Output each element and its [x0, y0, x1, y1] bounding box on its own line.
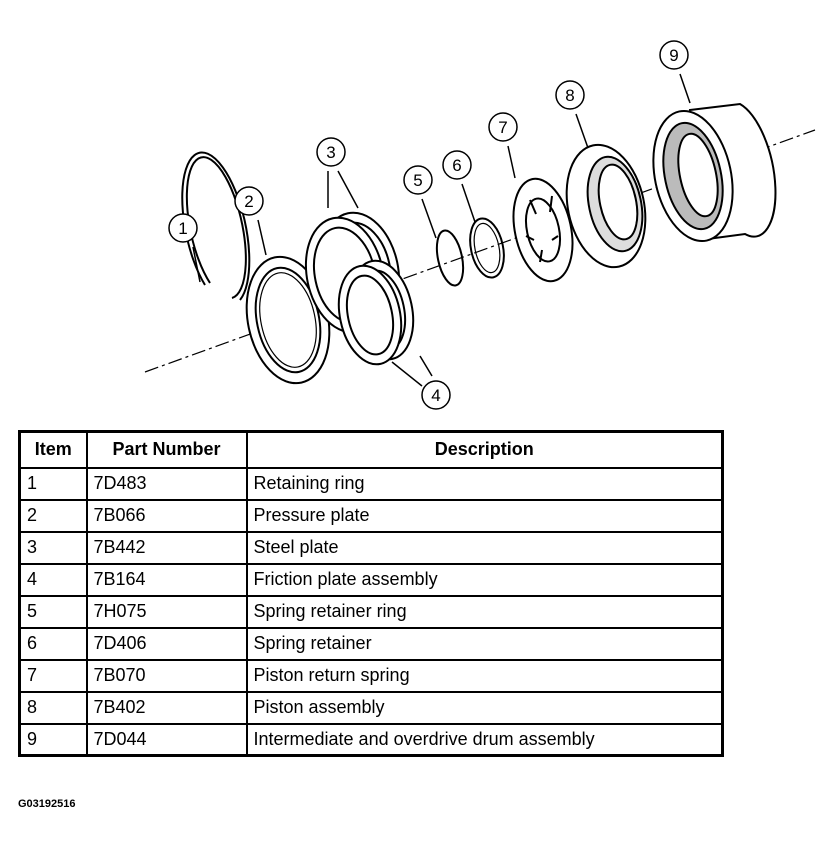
- callout-9: 9: [659, 40, 691, 104]
- cell-part-number: 7B442: [85, 530, 248, 565]
- cell-part-number: 7B066: [85, 498, 248, 533]
- leader-line: [421, 198, 437, 239]
- cell-item: 2: [18, 498, 88, 533]
- callout-circle: [421, 380, 451, 410]
- leader-line: [507, 145, 516, 179]
- friction-plates-part: [337, 259, 415, 366]
- spring-retainer-ring-part: [435, 229, 465, 287]
- cell-item: 9: [18, 722, 88, 757]
- header-part-number: Part Number: [85, 430, 248, 469]
- cell-description: Spring retainer ring: [245, 594, 724, 629]
- callout-number: 9: [669, 46, 678, 65]
- callout-number: 4: [431, 386, 440, 405]
- leader-line: [391, 361, 423, 387]
- callout-4: 4: [391, 355, 451, 410]
- callout-number: 5: [413, 171, 422, 190]
- leader-line: [337, 170, 359, 209]
- header-description: Description: [245, 430, 724, 469]
- cell-part-number: 7B402: [85, 690, 248, 725]
- spring-retainer-part: [469, 217, 505, 279]
- figure-id: G03192516: [18, 798, 76, 810]
- callout-circle: [316, 137, 346, 167]
- piston-return-spring-part: [512, 177, 574, 283]
- cell-description: Friction plate assembly: [245, 562, 724, 597]
- cell-description: Piston assembly: [245, 690, 724, 725]
- cell-description: Retaining ring: [245, 466, 724, 501]
- leader-line: [679, 73, 691, 104]
- cell-part-number: 7B070: [85, 658, 248, 693]
- piston-assembly-part: [565, 143, 647, 269]
- table-header-row: Item Part Number Description: [18, 430, 724, 469]
- cell-item: 6: [18, 626, 88, 661]
- cell-item: 8: [18, 690, 88, 725]
- cell-part-number: 7D044: [85, 722, 248, 757]
- cell-description: Intermediate and overdrive drum assembly: [245, 722, 724, 757]
- header-item: Item: [18, 430, 88, 469]
- callout-number: 3: [326, 143, 335, 162]
- cell-item: 1: [18, 466, 88, 501]
- cell-item: 5: [18, 594, 88, 629]
- cell-item: 3: [18, 530, 88, 565]
- cell-description: Spring retainer: [245, 626, 724, 661]
- callout-6: 6: [442, 150, 476, 223]
- callout-8: 8: [555, 80, 589, 149]
- callouts: 1 2 3 4 5 6 7 8 9: [168, 40, 691, 410]
- cell-item: 7: [18, 658, 88, 693]
- cell-part-number: 7D483: [85, 466, 248, 501]
- callout-circle: [555, 80, 585, 110]
- leader-line: [419, 355, 433, 377]
- callout-circle: [234, 186, 264, 216]
- cell-description: Steel plate: [245, 530, 724, 565]
- callout-circle: [442, 150, 472, 180]
- cell-description: Piston return spring: [245, 658, 724, 693]
- callout-7: 7: [488, 112, 518, 179]
- leader-line: [461, 183, 476, 223]
- cell-part-number: 7D406: [85, 626, 248, 661]
- cell-description: Pressure plate: [245, 498, 724, 533]
- callout-3: 3: [316, 137, 359, 209]
- cell-part-number: 7B164: [85, 562, 248, 597]
- callout-circle: [403, 165, 433, 195]
- cell-part-number: 7H075: [85, 594, 248, 629]
- callout-number: 2: [244, 192, 253, 211]
- leader-line: [257, 219, 267, 256]
- exploded-parts-diagram: 1 2 3 4 5 6 7 8 9: [144, 40, 816, 410]
- leader-line: [575, 113, 589, 149]
- callout-1: 1: [168, 213, 201, 283]
- callout-circle: [488, 112, 518, 142]
- callout-circle: [659, 40, 689, 70]
- callout-2: 2: [234, 186, 267, 256]
- callout-number: 6: [452, 156, 461, 175]
- callout-number: 7: [498, 118, 507, 137]
- leader-line: [192, 246, 201, 283]
- callout-number: 8: [565, 86, 574, 105]
- callout-number: 1: [178, 219, 187, 238]
- cell-item: 4: [18, 562, 88, 597]
- drum-assembly-part: [652, 102, 777, 243]
- callout-circle: [168, 213, 198, 243]
- callout-5: 5: [403, 165, 437, 239]
